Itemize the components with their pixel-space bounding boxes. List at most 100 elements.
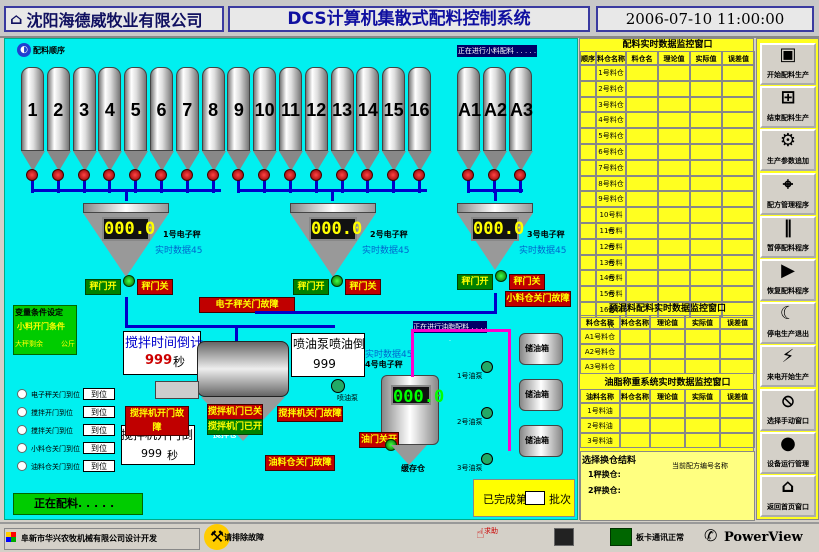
footer-brand: PowerView [724,530,803,545]
silo-3[interactable]: 3 [72,67,96,151]
check-label-2: 搅拌开门到位 [31,409,73,417]
cmd-button-10[interactable]: ●设备运行管理 [760,431,816,474]
silo-valve-7[interactable] [180,169,193,181]
table-cell-t1-12-2 [626,254,658,271]
table-cell-t2-0-3 [685,329,720,344]
hopper-lid-2 [290,203,376,213]
cmd-button-1[interactable]: ▣开始配料生产 [760,43,816,85]
spray-pump[interactable] [331,379,345,393]
silo-2[interactable]: 2 [46,67,70,151]
small-silo-3[interactable]: A3 [509,67,533,151]
silo-valve-12[interactable] [309,169,322,181]
oil-pump-2[interactable] [481,407,493,419]
cmd-button-11[interactable]: ⌂返回首页窗口 [760,475,816,517]
small-silo-valve-2[interactable] [488,169,500,181]
silo-cone-4 [98,151,123,171]
cmd-button-4[interactable]: ⌖ 配方管理程序 [760,172,816,215]
check-button-2[interactable]: 到位 [83,406,115,418]
cmd-icon-10: ● [780,432,796,454]
silo-1[interactable]: 1 [21,67,44,151]
table-col-t1-1: 料仓名称 [596,51,626,65]
silo-13[interactable]: 13 [330,67,354,151]
table-cell-t1-11-0 [580,238,596,255]
check-button-4[interactable]: 到位 [83,442,115,454]
silo-12[interactable]: 12 [304,67,328,151]
mixer[interactable] [197,341,289,397]
cmd-button-5[interactable]: ‖暂停配料程序 [760,215,816,258]
check-radio-4[interactable] [17,443,27,453]
silo-valve-2[interactable] [51,169,64,181]
check-radio-1[interactable] [17,389,27,399]
oil-pipe-v [411,329,414,377]
table-cell-t1-3-3 [658,112,690,129]
door-close-1[interactable]: 秤门关 [137,279,173,295]
small-silo-cone-3 [509,151,533,171]
silo-valve-13[interactable] [335,169,348,181]
door-led-1 [123,275,135,287]
cmd-button-2[interactable]: ⊞结束配料生产 [760,86,816,129]
silo-valve-11[interactable] [284,169,296,181]
silo-9[interactable]: 9 [227,67,251,151]
silo-valve-1[interactable] [26,169,38,181]
silo-valve-16[interactable] [413,169,425,181]
small-silo-2[interactable]: A2 [483,67,507,151]
silo-valve-4[interactable] [103,169,116,181]
check-button-3[interactable]: 到位 [83,424,115,436]
door-close-3[interactable]: 秤门关 [509,274,545,290]
door-open-3[interactable]: 秤门开 [457,274,493,290]
door-close-2[interactable]: 秤门关 [345,279,381,295]
rescue-icon[interactable]: ☝ [476,526,485,542]
silo-valve-3[interactable] [77,169,90,181]
small-silo-1[interactable]: A1 [457,67,481,151]
cmd-button-3[interactable]: ⚙生产参数追加 [760,129,816,172]
silo-valve-14[interactable] [361,169,374,181]
check-button-1[interactable]: 到位 [83,388,115,400]
silo-14[interactable]: 14 [356,67,380,151]
table-cell-t1-10-1: 11号料仓 [596,223,626,251]
spray-title: 喷油泵喷油倒 [293,337,366,351]
oil-pump-label-2: 2号油泵 [457,418,483,426]
oil-pump-1[interactable] [481,361,493,373]
silo-valve-15[interactable] [387,169,400,181]
monitor-icon[interactable] [554,528,574,546]
silo-15[interactable]: 15 [382,67,406,151]
silo-valve-6[interactable] [155,169,167,181]
check-button-5[interactable]: 到位 [83,460,115,472]
fault-icon[interactable]: ⚒ [204,524,230,550]
command-panel: ▣开始配料生产⊞结束配料生产⚙生产参数追加⌖ 配方管理程序 ‖暂停配料程序▶恢复配料… [756,38,819,520]
door-open-2[interactable]: 秤门开 [293,279,329,295]
table-cell-t1-7-1: 8号料仓 [596,175,626,192]
silo-6[interactable]: 6 [150,67,173,151]
silo-4[interactable]: 4 [98,67,122,151]
silo-valve-5[interactable] [129,169,142,181]
cmd-icon-4: ⌖ [782,173,794,195]
table-cell-t1-10-0 [580,223,596,239]
order-icon[interactable]: ◐ [17,43,31,57]
check-radio-3[interactable] [17,425,27,435]
oil-pump-3[interactable] [481,453,493,465]
status-bar: 阜新市华兴农牧机械有限公司设计开发⚒请排除故障☝求助板卡通讯正常✆PowerVi… [0,522,819,552]
silo-valve-10[interactable] [258,169,271,181]
silo-8[interactable]: 8 [201,67,225,151]
table-cell-t1-8-3 [658,191,690,208]
silo-valve-8[interactable] [206,169,219,181]
silo-5[interactable]: 5 [124,67,148,151]
cmd-label-4: 配方管理程序 [767,200,809,209]
silo-11[interactable]: 11 [279,67,302,151]
small-silo-valve-1[interactable] [462,169,474,181]
footer-rescue: 求助 [484,527,498,535]
door-open-1[interactable]: 秤门开 [85,279,121,295]
silo-7[interactable]: 7 [175,67,199,151]
datetime: 2006-07-10 11:00:00 [596,6,814,32]
check-radio-2[interactable] [17,407,27,417]
cmd-button-7[interactable]: ☾停电生产退出 [760,302,816,345]
small-silo-valve-3[interactable] [514,169,526,181]
cmd-button-9[interactable]: ⦸选择手动窗口 [760,388,816,431]
mixopen-unit: 秒 [167,449,178,462]
cmd-button-6[interactable]: ▶恢复配料程序 [760,259,816,301]
silo-10[interactable]: 10 [253,67,277,151]
silo-16[interactable]: 16 [408,67,431,151]
check-radio-5[interactable] [17,461,27,471]
silo-valve-9[interactable] [232,169,245,181]
cmd-button-8[interactable]: ⚡来电开始生产 [760,345,816,388]
